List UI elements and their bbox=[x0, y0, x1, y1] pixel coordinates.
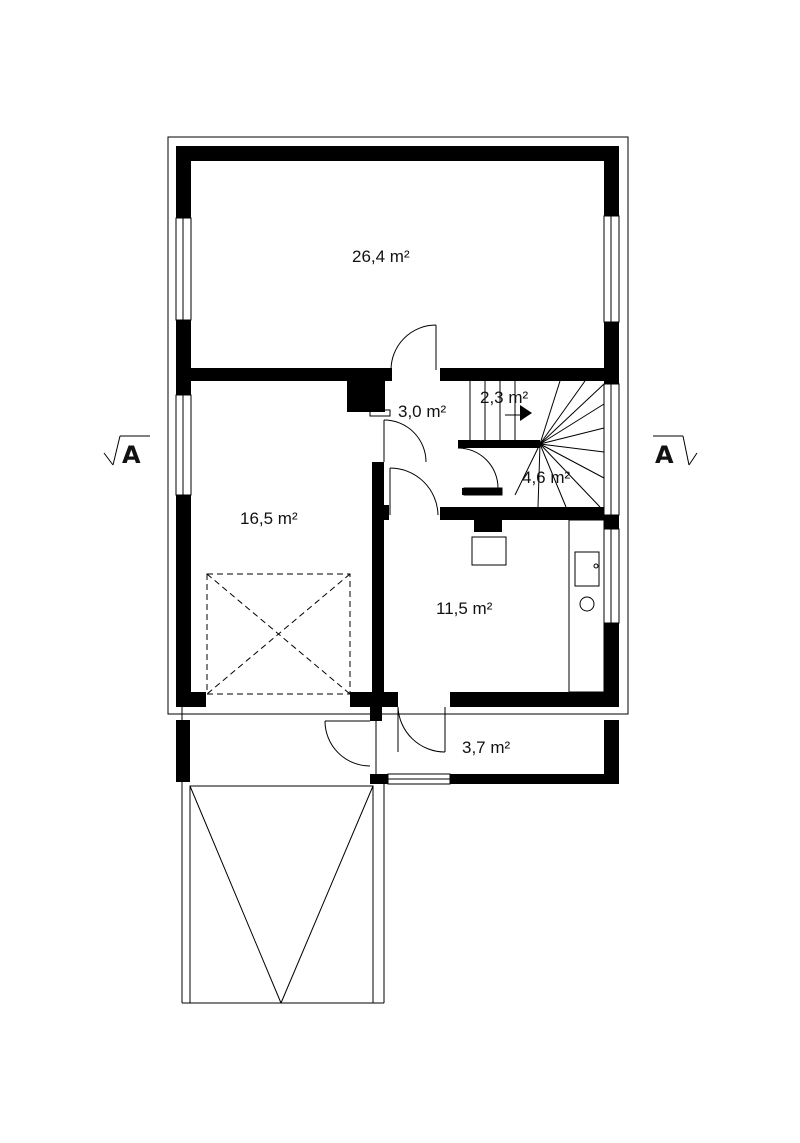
section-marker-left: A bbox=[103, 435, 150, 469]
section-marker-right: A bbox=[653, 435, 698, 469]
fixtures bbox=[369, 409, 605, 693]
doors bbox=[324, 324, 499, 774]
room-area-kitchen: 11,5 m² bbox=[436, 599, 493, 618]
room-area-hall: 3,0 m² bbox=[398, 402, 447, 421]
staircase bbox=[469, 380, 605, 508]
room-area-stairs: 4,6 m² bbox=[522, 468, 571, 487]
section-label-left: A bbox=[122, 441, 141, 469]
walls bbox=[176, 146, 619, 784]
room-area-stair-landing: 2,3 m² bbox=[480, 388, 529, 407]
section-label-right: A bbox=[655, 441, 674, 469]
room-area-vestibule: 3,7 m² bbox=[462, 738, 511, 757]
room-area-large-room: 26,4 m² bbox=[352, 247, 410, 266]
void-outline bbox=[206, 573, 351, 695]
outer-outline bbox=[167, 136, 629, 715]
windows bbox=[175, 215, 620, 785]
carport-outline bbox=[181, 707, 385, 1004]
room-area-living-room: 16,5 m² bbox=[240, 509, 298, 528]
